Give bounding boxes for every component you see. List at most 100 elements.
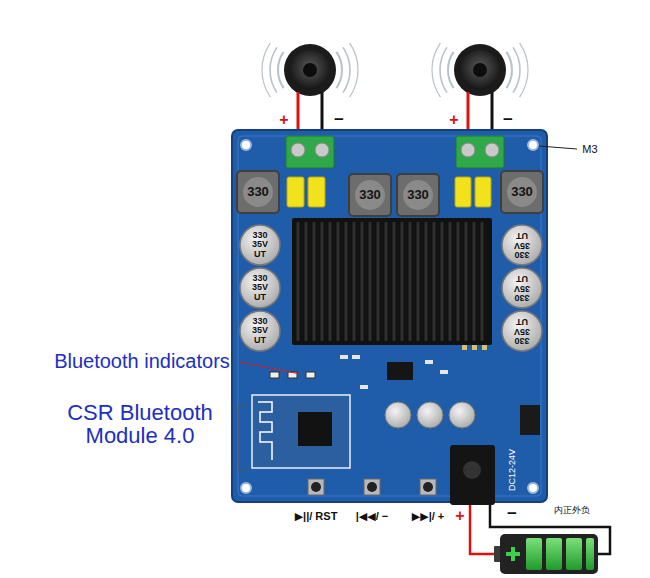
board-part	[528, 483, 538, 493]
sound-wave	[520, 43, 528, 97]
capacitor-rating: 330 35V UT	[509, 317, 535, 345]
sound-wave	[350, 43, 358, 97]
heatsink-fin	[417, 222, 420, 341]
heatsink-fin	[425, 222, 428, 341]
polarity-plus: +	[279, 112, 288, 129]
heatsink-fin	[449, 222, 452, 341]
board-part	[455, 177, 471, 207]
heatsink-fin	[385, 222, 388, 341]
heatsink-fin	[409, 222, 412, 341]
leader-line	[539, 146, 577, 149]
board-part	[403, 180, 433, 210]
board-part	[397, 174, 439, 216]
board-part	[286, 136, 334, 168]
heatsink-fin	[457, 222, 460, 341]
board-part	[566, 538, 582, 570]
callout-label: Bluetooth indicators	[54, 351, 230, 372]
inductor-value: 330	[359, 188, 381, 202]
inductor-value: 330	[247, 185, 269, 199]
regulator	[520, 405, 540, 435]
heatsink-fins	[298, 222, 482, 341]
speaker	[284, 44, 336, 96]
voltage-marking: DC12-24V	[508, 449, 517, 491]
board-part	[456, 136, 504, 168]
board-part	[306, 372, 315, 378]
screw-terminal	[456, 136, 504, 168]
board-part	[507, 177, 537, 207]
heatsink-fin	[313, 222, 316, 341]
board-part	[352, 355, 360, 359]
board-part	[546, 538, 562, 570]
hole-size: M3	[582, 144, 597, 156]
board-part	[462, 345, 467, 350]
inductor	[237, 171, 543, 216]
board-part	[360, 385, 368, 389]
board-part	[240, 225, 280, 265]
board-part	[482, 345, 487, 350]
board-part	[287, 177, 304, 207]
sound-waves	[262, 43, 528, 97]
board-part	[270, 372, 279, 378]
board-part	[502, 268, 542, 308]
heatsink-fin	[345, 222, 348, 341]
battery-terminal	[494, 546, 501, 562]
button-label: ▶▶|/ +	[412, 511, 445, 523]
heatsink-fin	[321, 222, 324, 341]
heatsink-fin	[329, 222, 332, 341]
capacitor-rating: 330 35V UT	[247, 317, 273, 345]
board-part	[460, 50, 500, 90]
board-part	[485, 143, 499, 157]
board-part	[502, 311, 542, 351]
capacitor-rating: 330 35V UT	[247, 274, 273, 302]
heatsink-fin	[369, 222, 372, 341]
board-part	[475, 177, 491, 207]
sound-wave	[448, 52, 454, 88]
heatsink-fin	[377, 222, 380, 341]
heatsink-fin	[401, 222, 404, 341]
plus-icon	[506, 547, 520, 561]
ic-chip	[387, 362, 413, 380]
board-part	[291, 143, 305, 157]
board-part	[417, 402, 443, 428]
sound-wave	[270, 47, 277, 92]
sound-wave	[262, 43, 270, 97]
board-part	[461, 143, 475, 157]
button-label: ▶||/ RST	[295, 511, 338, 523]
bluetooth-chip	[298, 412, 332, 446]
inductor-value: 330	[407, 188, 429, 202]
board-part	[526, 538, 542, 570]
heatsink-fin	[465, 222, 468, 341]
callout-label: CSR Bluetooth Module 4.0	[50, 401, 230, 447]
capacitor-rating: 330 35V UT	[509, 274, 535, 302]
board-part	[237, 171, 279, 213]
board-part	[349, 174, 391, 216]
capacitor-rating: 330 35V UT	[247, 231, 273, 259]
board-part	[472, 345, 477, 350]
board-part	[240, 268, 280, 308]
board-part	[364, 479, 380, 495]
board-part	[340, 355, 348, 359]
inductor-value: 330	[511, 185, 533, 199]
board-part	[528, 140, 538, 150]
board-part	[241, 483, 251, 493]
button-label: |◀◀/ −	[356, 511, 389, 523]
heatsink-fin	[481, 222, 484, 341]
bracket	[239, 405, 247, 470]
board-part	[308, 479, 324, 495]
heatsink	[292, 218, 492, 345]
screw-terminal	[286, 136, 334, 168]
mounting-hole	[241, 140, 538, 493]
board-part	[290, 50, 330, 90]
bluetooth-module	[252, 395, 350, 468]
sound-wave	[343, 47, 350, 92]
polarity-minus: −	[503, 111, 513, 129]
polarity-minus: −	[507, 505, 517, 523]
polarity-note: 内正外负	[554, 506, 590, 515]
inductor-core	[243, 177, 537, 210]
speaker	[454, 44, 506, 96]
board-part	[367, 482, 377, 492]
heatsink-fin	[297, 222, 300, 341]
board-part	[425, 360, 433, 364]
